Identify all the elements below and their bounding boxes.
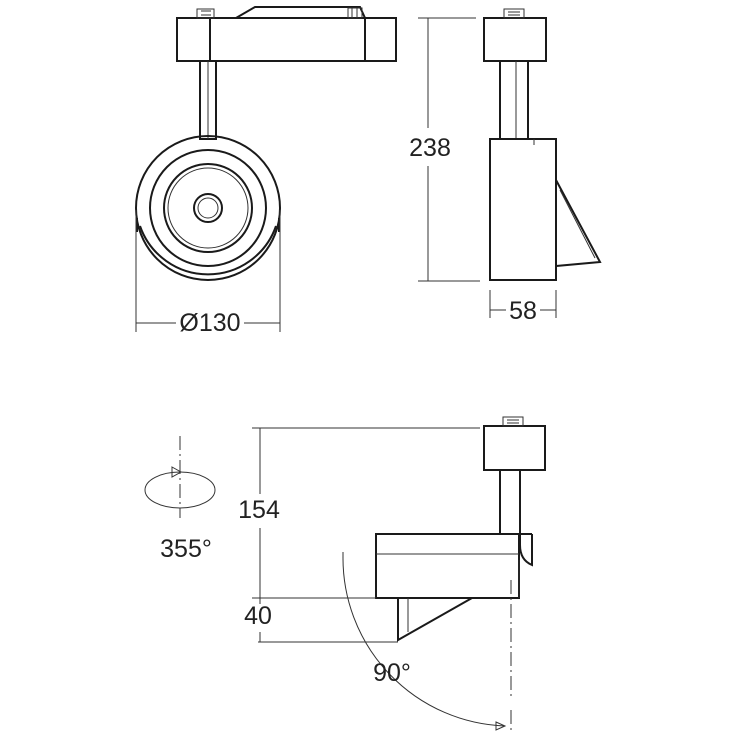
tilt-label: 90° [373,659,411,687]
tilt-stem [499,469,533,567]
rotation-label: 355° [160,535,212,563]
tilt-lamp-body [375,533,520,642]
front-view: Ø130 [135,6,397,337]
rotation-symbol: 355° [144,436,216,563]
offset-label: 40 [244,602,272,630]
front-stem [199,60,217,140]
arm-height-dimension: 154 [238,427,480,599]
offset-dimension: 40 [244,598,398,643]
height-dimension: 238 [409,17,480,282]
tilt-arc [342,552,507,731]
height-label: 238 [409,134,451,162]
width-dimension: 58 [489,290,557,325]
side-stem [499,60,529,140]
front-lamp-head [135,135,281,281]
side-view: 238 58 [409,8,602,325]
front-track-adapter [176,6,397,62]
diameter-dimension: Ø130 [135,210,281,337]
width-label: 58 [509,297,537,325]
tilt-track-adapter [483,416,546,471]
side-lamp-body [489,138,602,281]
diameter-label: Ø130 [179,309,240,337]
tilt-view: 154 40 90° [238,416,546,731]
arm-height-label: 154 [238,496,280,524]
side-track-adapter [483,8,547,62]
